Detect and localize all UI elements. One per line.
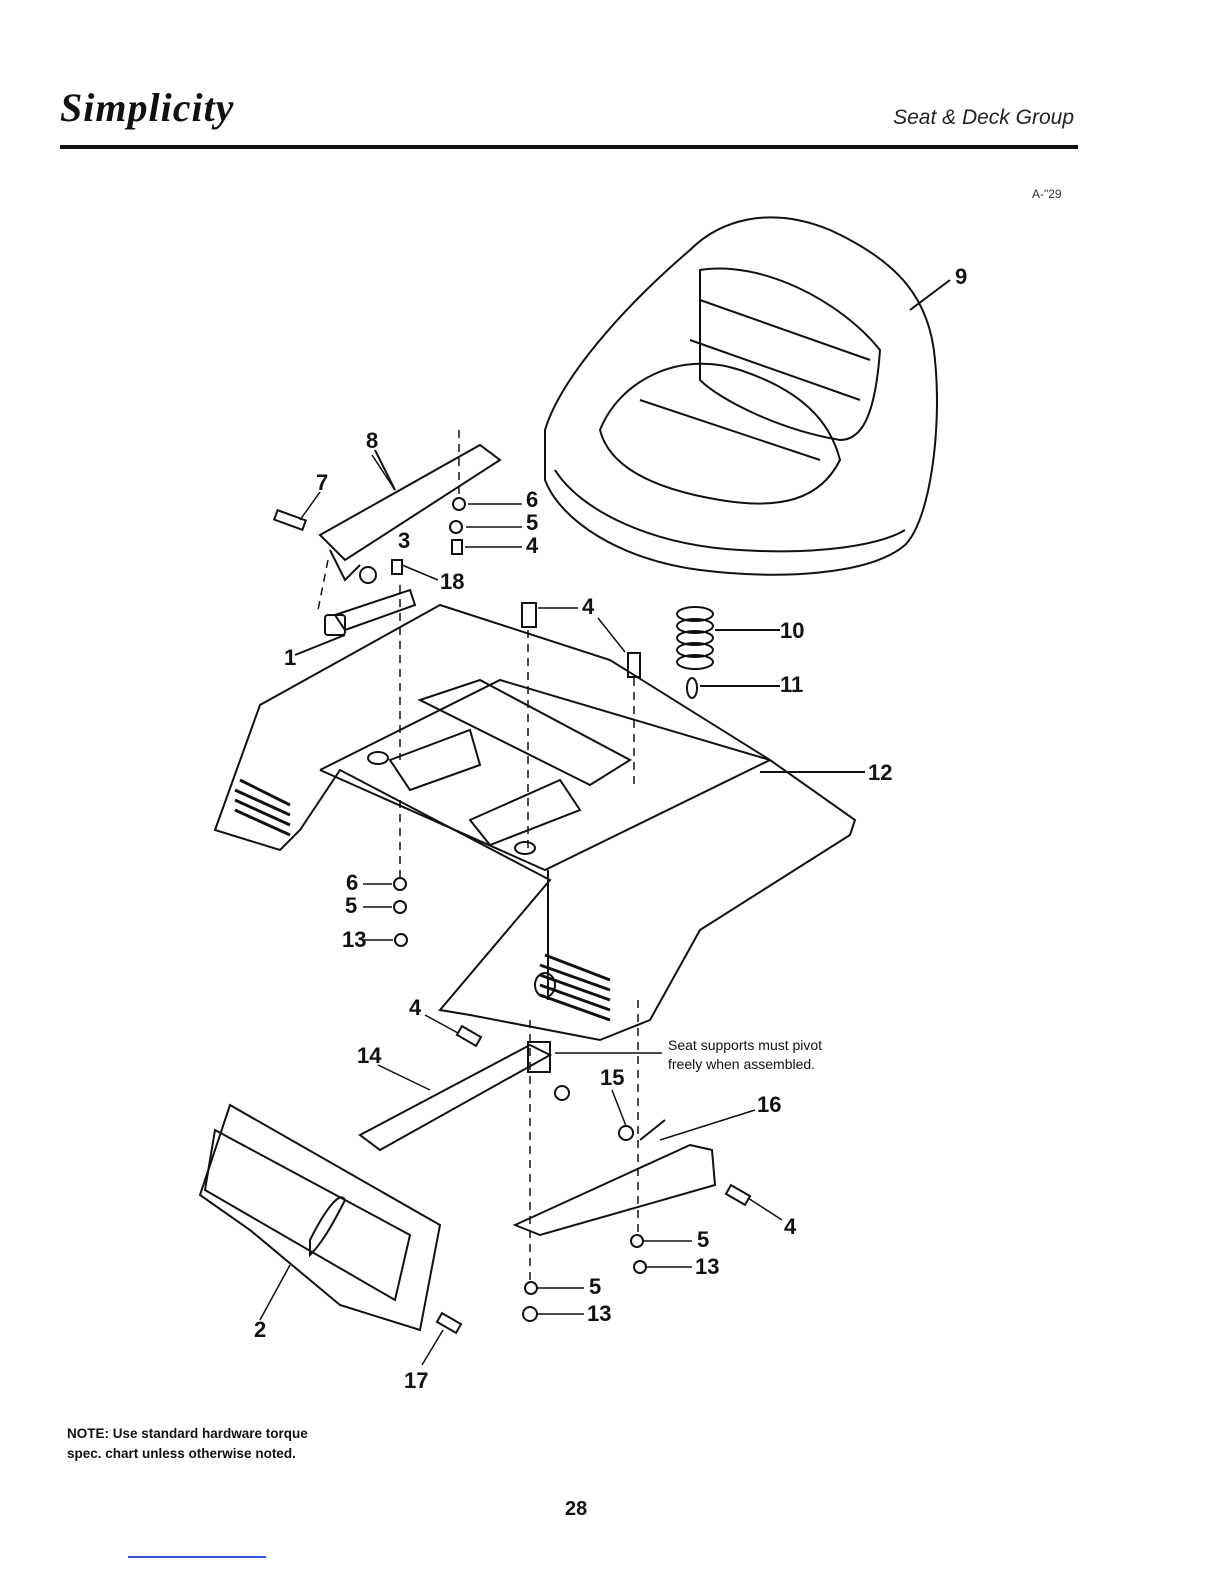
part-label-13: 13 <box>695 1254 719 1279</box>
part-label-13: 13 <box>587 1301 611 1326</box>
part-label-3: 3 <box>398 528 410 553</box>
part-label-2: 2 <box>254 1317 266 1342</box>
part-label-4: 4 <box>526 533 539 558</box>
pivot-callout: Seat supports must pivot freely when ass… <box>668 1036 838 1074</box>
part-label-17: 17 <box>404 1368 428 1393</box>
part-label-4: 4 <box>784 1214 797 1239</box>
part-label-15: 15 <box>600 1065 624 1090</box>
part-label-10: 10 <box>780 618 804 643</box>
part-label-9: 9 <box>955 264 967 289</box>
torque-note: NOTE: Use standard hardware torque spec.… <box>67 1424 317 1464</box>
seat-drawing <box>545 217 950 574</box>
part-label-6: 6 <box>346 870 358 895</box>
part-label-13: 13 <box>342 927 366 952</box>
seat-supports-drawing <box>360 1042 715 1235</box>
part-label-5: 5 <box>697 1227 709 1252</box>
part-label-7: 7 <box>316 470 328 495</box>
part-label-1: 1 <box>284 645 296 670</box>
link-underline[interactable] <box>128 1556 266 1558</box>
part-label-5: 5 <box>345 893 357 918</box>
part-label-6: 6 <box>526 487 538 512</box>
page-number: 28 <box>565 1498 587 1521</box>
part-label-11: 11 <box>780 672 803 697</box>
part-label-5: 5 <box>589 1274 601 1299</box>
part-label-4: 4 <box>409 995 422 1020</box>
part-label-16: 16 <box>757 1092 781 1117</box>
part-label-8: 8 <box>366 428 378 453</box>
spring-drawing <box>677 607 780 698</box>
part-label-18: 18 <box>440 569 464 594</box>
part-label-12: 12 <box>868 760 892 785</box>
part-label-5: 5 <box>526 510 538 535</box>
assembly-lines <box>318 430 638 1285</box>
cover-drawing <box>200 1105 440 1330</box>
deck-drawing <box>215 605 865 1040</box>
part-label-14: 14 <box>357 1043 382 1068</box>
part-label-4: 4 <box>582 594 595 619</box>
